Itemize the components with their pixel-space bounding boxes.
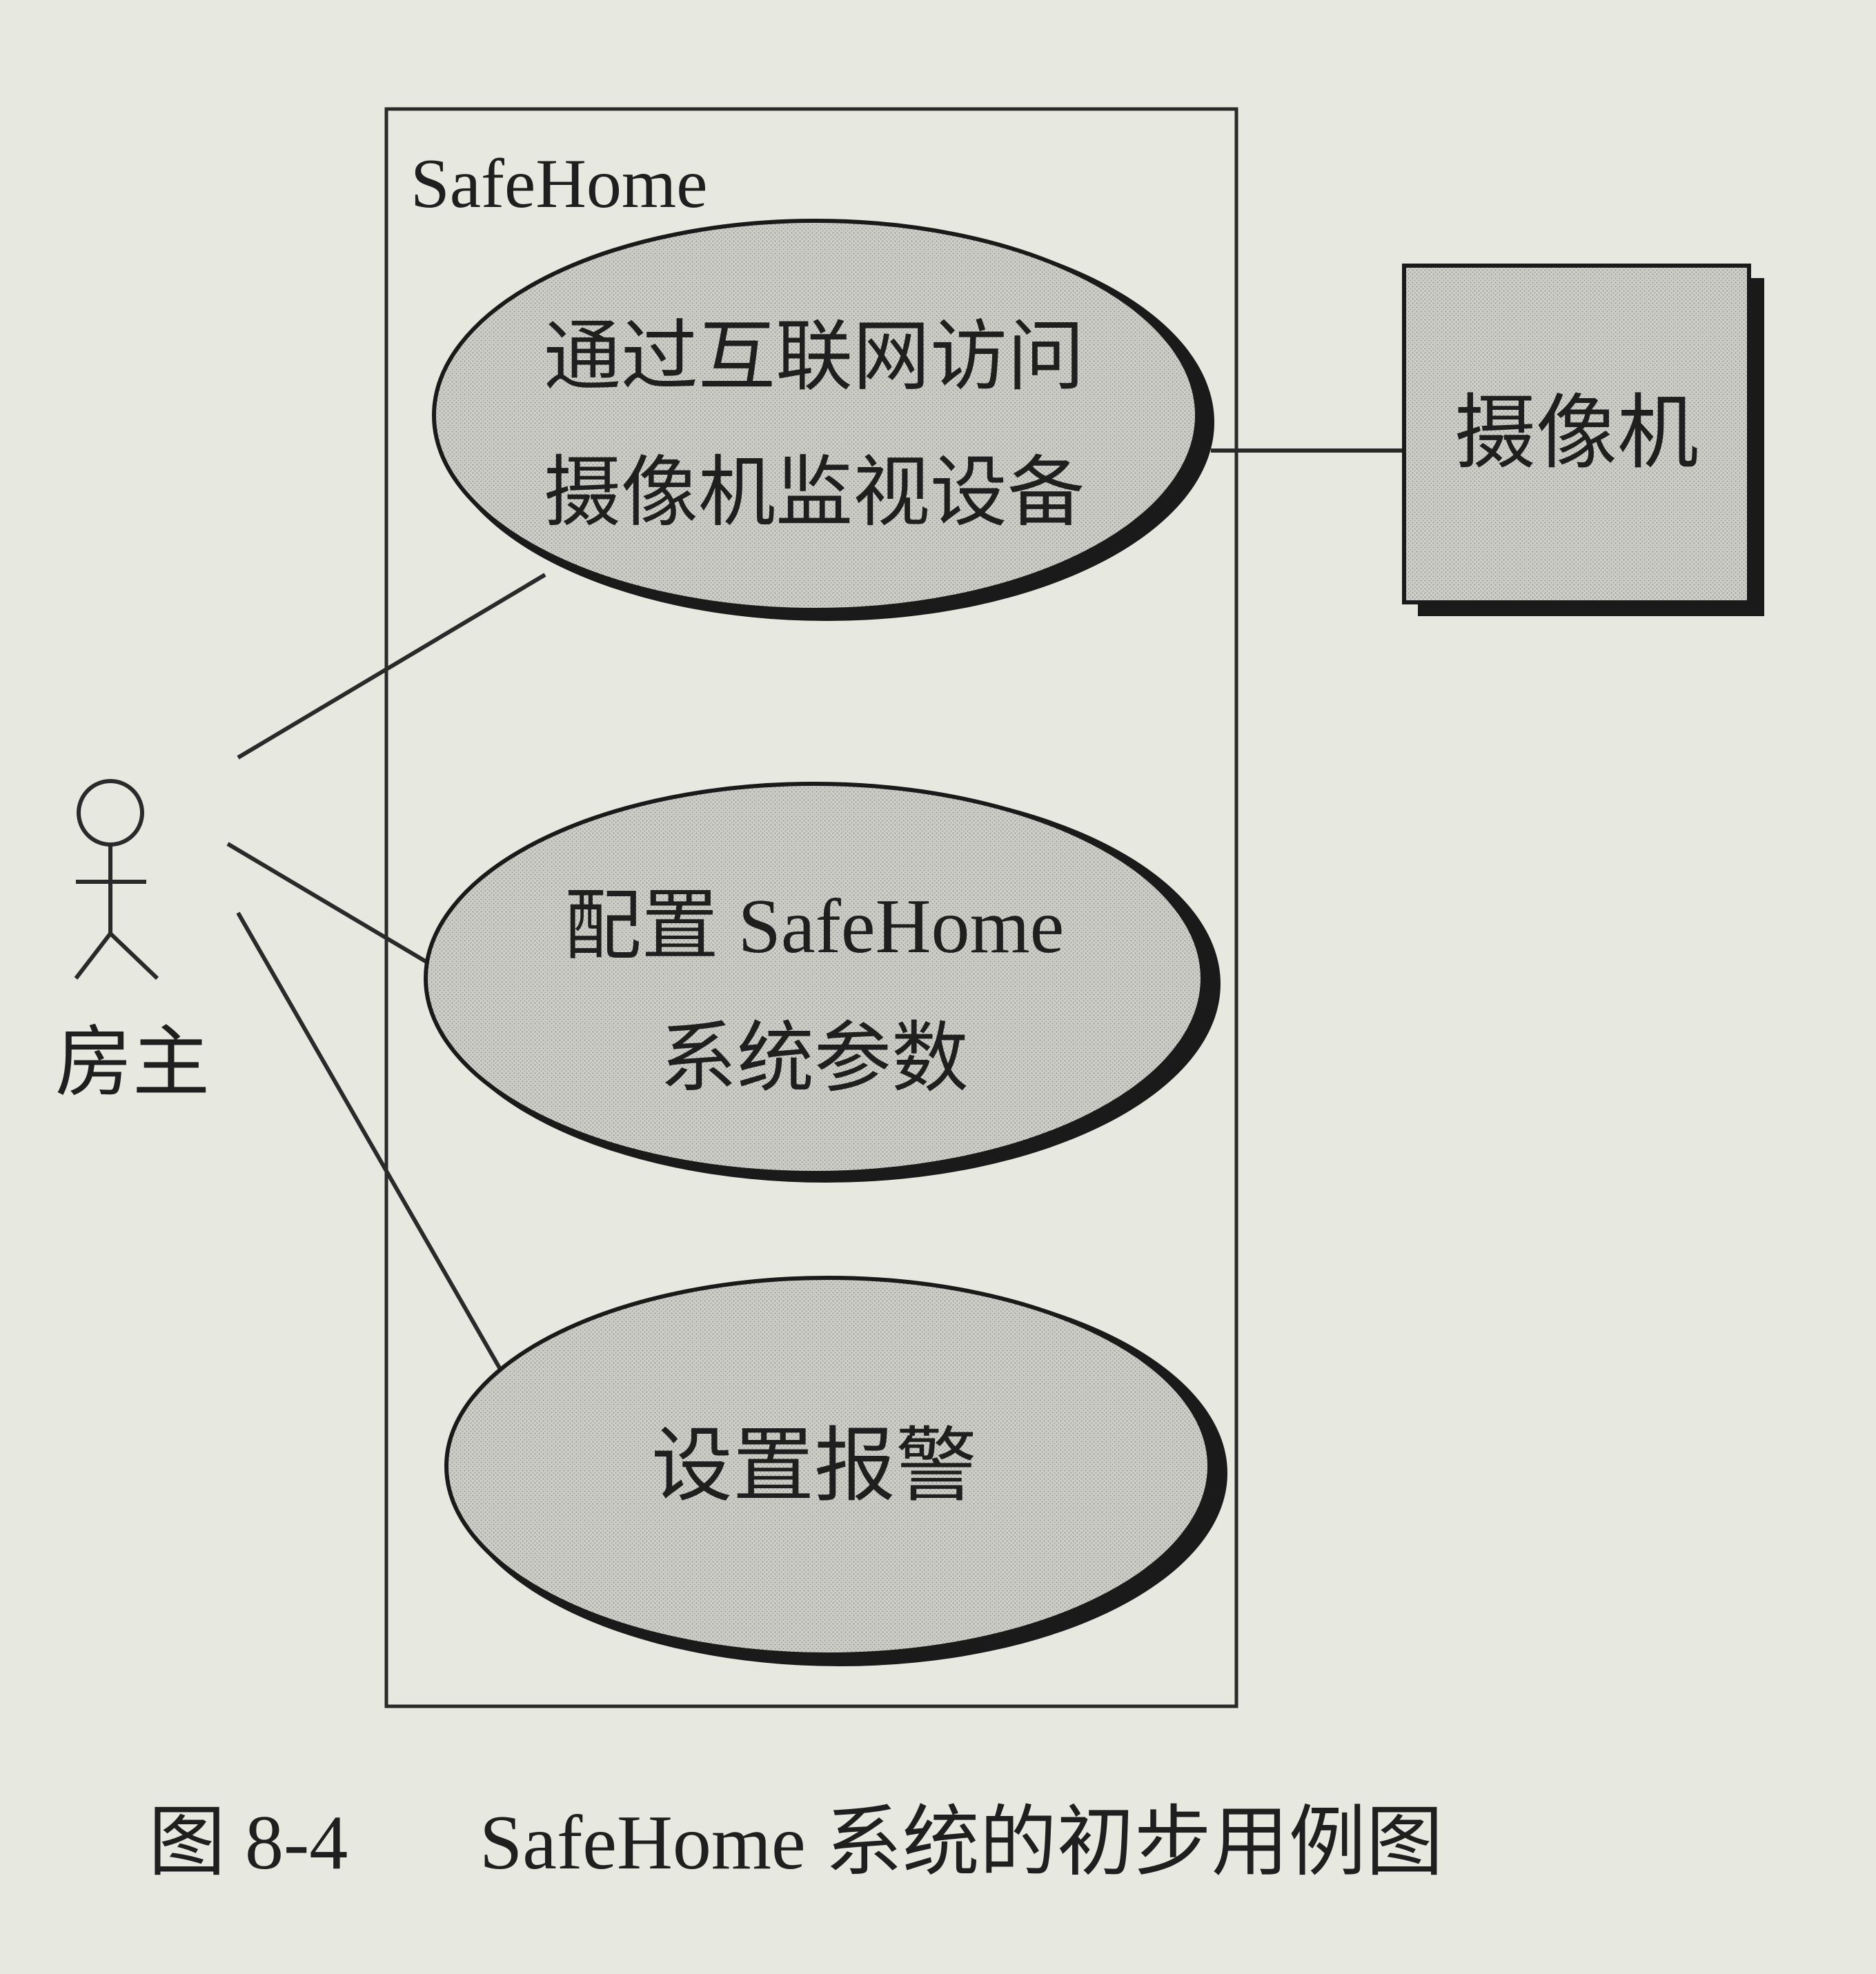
- use-case-set-alarm: 设置报警: [444, 1276, 1227, 1666]
- figure-caption: 图 8-4 SafeHome 系统的初步用例图: [148, 1800, 1443, 1886]
- association-homeowner-usecase-2: [226, 842, 450, 977]
- use-case-remote-camera: 通过互联网访问 摄像机监视设备: [432, 219, 1214, 621]
- use-case-configure: 配置 SafeHome 系统参数: [424, 782, 1221, 1183]
- use-case-3-line-1: 设置报警: [651, 1421, 977, 1512]
- association-homeowner-usecase-1: [237, 573, 546, 760]
- actor-homeowner-label: 房主: [55, 1020, 210, 1106]
- caption-text: SafeHome 系统的初步用例图: [480, 1800, 1443, 1886]
- caption-number: 图 8-4: [148, 1800, 348, 1886]
- use-case-1-line-2: 摄像机监视设备: [544, 451, 1085, 536]
- association-homeowner-usecase-3: [236, 911, 506, 1376]
- actor-homeowner: 房主: [55, 779, 210, 1106]
- system-title: SafeHome: [411, 145, 708, 223]
- system-boundary: [384, 107, 1238, 1708]
- stick-figure-icon: [74, 779, 159, 980]
- use-case-2-line-2: 系统参数: [660, 1016, 969, 1102]
- use-case-1-line-1: 通过互联网访问: [544, 315, 1085, 400]
- actor-camera-label: 摄像机: [1454, 388, 1699, 479]
- actor-camera: 摄像机: [1402, 264, 1764, 616]
- use-case-2-line-1: 配置 SafeHome: [564, 884, 1065, 969]
